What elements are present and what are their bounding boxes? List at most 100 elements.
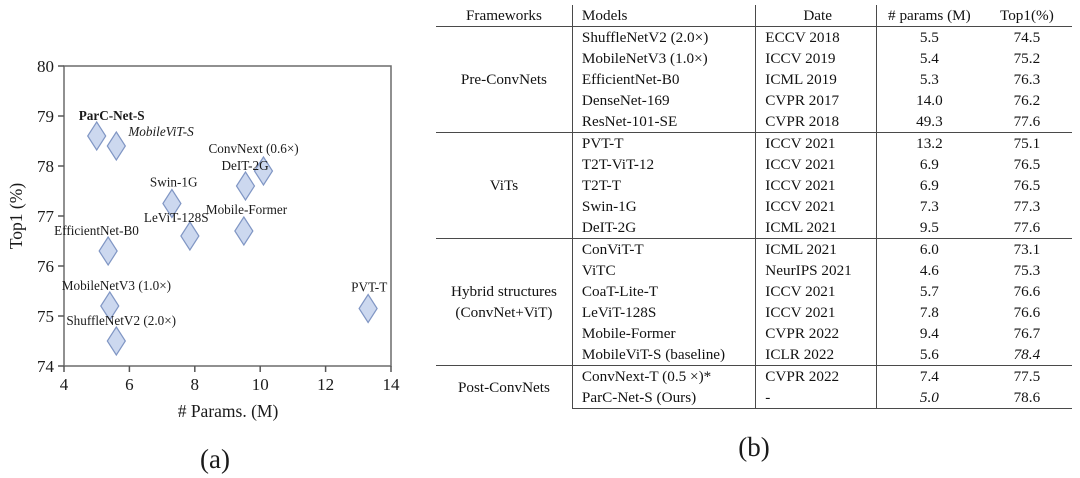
x-tick-label: 8 xyxy=(191,375,200,394)
cell-params: 13.2 xyxy=(876,132,982,154)
scatter-marker-efficientnet-b0[interactable] xyxy=(98,235,118,267)
y-tick-label: 77 xyxy=(37,207,55,226)
scatter-point-label-shufflenetv2-2-0: ShuffleNetV2 (2.0×) xyxy=(66,313,176,328)
column-header-frameworks: Frameworks xyxy=(436,5,573,27)
cell-date: CVPR 2018 xyxy=(755,111,878,133)
cell-date: ICCV 2021 xyxy=(755,175,878,196)
scatter-point-label-levit-128s: LeViT-128S xyxy=(144,210,209,225)
cell-date: ICLR 2022 xyxy=(755,344,878,366)
scatter-point-label-mobile-former: Mobile-Former xyxy=(206,202,288,217)
cell-params: 6.9 xyxy=(919,177,939,194)
cell-params: 7.3 xyxy=(919,198,939,215)
cell-top1: 78.6 xyxy=(981,387,1072,409)
table-header-row: Frameworks Models Date # params (M) Top1… xyxy=(436,5,1072,27)
cell-top1: 75.2 xyxy=(1013,50,1041,67)
cell-params: 5.0 xyxy=(876,387,982,409)
scatter-marker-mobile-former[interactable] xyxy=(234,215,254,247)
scatter-marker-mobilenetv3-1-0[interactable] xyxy=(100,290,120,322)
scatter-point-label-parc-net-s: ParC-Net-S xyxy=(79,108,145,123)
cell-model: CoaT-Lite-T xyxy=(572,281,757,302)
cell-date: CVPR 2022 xyxy=(755,365,878,387)
scatter-point-label-swin-1g: Swin-1G xyxy=(150,175,198,190)
cell-date: ICCV 2021 xyxy=(755,302,878,323)
panel-b-table: Frameworks Models Date # params (M) Top1… xyxy=(436,0,1080,478)
y-tick-label: 79 xyxy=(37,107,54,126)
cell-model: DenseNet-169 xyxy=(572,90,757,111)
cell-top1: 77.3 xyxy=(1013,198,1041,215)
cell-date: CVPR 2022 xyxy=(755,323,878,344)
cell-date: ICCV 2021 xyxy=(755,196,878,217)
cell-params: 9.5 xyxy=(919,219,939,236)
cell-top1: 76.5 xyxy=(1013,177,1041,194)
cell-model: ResNet-101-SE xyxy=(572,111,757,133)
x-tick-label: 14 xyxy=(383,375,401,394)
cell-params: 7.8 xyxy=(919,304,939,321)
cell-model: MobileNetV3 (1.0×) xyxy=(572,48,757,69)
table-row: MobileNetV3 (1.0×)ICCV 2019 5.4 75.2 xyxy=(436,48,1072,69)
cell-params: 5.5 xyxy=(876,26,982,48)
x-axis-title: # Params. (M) xyxy=(178,401,279,421)
scatter-marker-swin-1g[interactable] xyxy=(162,188,182,219)
cell-params: 5.4 xyxy=(919,50,939,67)
scatter-point-label-mobilevit-s: MobileViT-S xyxy=(127,124,194,139)
scatter-marker-levit-128s[interactable] xyxy=(180,220,200,252)
y-tick-label: 75 xyxy=(37,307,54,326)
cell-date: ICCV 2019 xyxy=(755,48,878,69)
scatter-marker-convnext-0-6[interactable] xyxy=(253,155,274,187)
cell-params: 6.9 xyxy=(919,156,939,173)
cell-model: PVT-T xyxy=(572,132,757,154)
panel-a-caption: (a) xyxy=(200,444,230,474)
cell-model: ParC-Net-S (Ours) xyxy=(572,387,757,409)
cell-model: EfficientNet-B0 xyxy=(572,69,757,90)
cell-params: 5.3 xyxy=(919,71,939,88)
scatter-marker-parc-net-s[interactable] xyxy=(86,120,107,152)
cell-date: NeurIPS 2021 xyxy=(755,260,878,281)
cell-top1: 76.3 xyxy=(1013,71,1041,88)
cell-top1: 75.1 xyxy=(981,132,1072,154)
cell-model: ConViT-T xyxy=(572,238,757,260)
scatter-point-label-mobilenetv3-1-0: MobileNetV3 (1.0×) xyxy=(62,278,171,293)
cell-model: T2T-T xyxy=(572,175,757,196)
x-tick-label: 10 xyxy=(252,375,269,394)
scatter-point-label-efficientnet-b0: EfficientNet-B0 xyxy=(54,223,139,238)
framework-group-label: Hybrid structures(ConvNet+ViT) xyxy=(436,238,573,366)
scatter-marker-pvt-t[interactable] xyxy=(358,293,378,324)
cell-date: - xyxy=(755,387,878,409)
cell-top1: 76.2 xyxy=(1013,92,1041,109)
cell-model: LeViT-128S xyxy=(572,302,757,323)
cell-top1: 77.6 xyxy=(1013,219,1041,236)
panel-b-caption: (b) xyxy=(738,432,770,462)
cell-model: Mobile-Former xyxy=(572,323,757,344)
y-tick-label: 74 xyxy=(37,357,55,376)
cell-top1: 74.5 xyxy=(981,26,1072,48)
cell-params: 4.6 xyxy=(919,262,939,279)
cell-params: 5.7 xyxy=(919,283,939,300)
scatter-point-label-deit-2g: DeIT-2G xyxy=(221,158,269,173)
x-tick-label: 6 xyxy=(125,375,134,394)
table-row: Hybrid structures(ConvNet+ViT)ConViT-T IC… xyxy=(436,238,1072,366)
cell-date: ICML 2021 xyxy=(755,217,878,239)
cell-top1: 76.5 xyxy=(1013,156,1041,173)
scatter-point-label-convnext-0-6: ConvNext (0.6×) xyxy=(208,141,298,156)
scatter-marker-deit-2g[interactable] xyxy=(235,170,256,202)
scatter-marker-mobilevit-s[interactable] xyxy=(106,130,127,162)
cell-model: Swin-1G xyxy=(572,196,757,217)
column-header-top1: Top1(%) xyxy=(999,7,1054,24)
cell-model: ShuffleNetV2 (2.0×) xyxy=(572,26,757,48)
scatter-marker-shufflenetv2-2-0[interactable] xyxy=(106,325,127,357)
cell-top1: 76.7 xyxy=(1013,325,1041,342)
cell-top1: 78.4 xyxy=(1013,346,1041,363)
